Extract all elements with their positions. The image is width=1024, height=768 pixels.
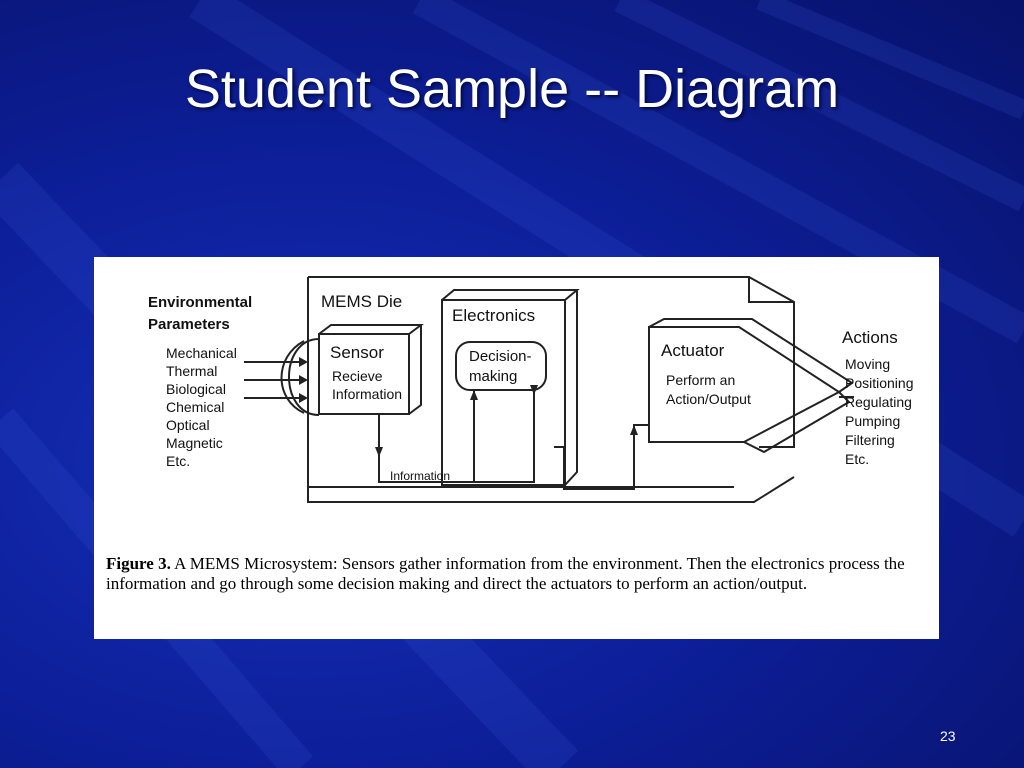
action-item: Etc. bbox=[845, 451, 869, 467]
decision-line2: making bbox=[469, 368, 517, 385]
action-item: Moving bbox=[845, 356, 890, 372]
slide-title: Student Sample -- Diagram bbox=[184, 59, 840, 119]
sensor-title: Sensor bbox=[330, 343, 384, 362]
action-item: Positioning bbox=[845, 375, 914, 391]
parameter-item: Chemical bbox=[166, 399, 224, 415]
environmental-title-line2: Parameters bbox=[148, 316, 230, 333]
action-item: Filtering bbox=[845, 432, 895, 448]
sensor-line1: Recieve bbox=[332, 368, 383, 384]
sensor-box bbox=[318, 333, 410, 415]
figure-caption-text: A MEMS Microsystem: Sensors gather infor… bbox=[106, 554, 905, 593]
mems-diagram: Environmental Parameters Mechanical Ther… bbox=[148, 276, 914, 503]
action-item: Pumping bbox=[845, 413, 900, 429]
figure-panel: Environmental Parameters Mechanical Ther… bbox=[94, 257, 939, 639]
figure-caption: Figure 3. A MEMS Microsystem: Sensors ga… bbox=[106, 554, 931, 594]
parameter-item: Etc. bbox=[166, 453, 190, 469]
actuator-line2: Action/Output bbox=[666, 391, 751, 407]
actuator-line1: Perform an bbox=[666, 372, 735, 388]
electronics-title: Electronics bbox=[452, 306, 535, 325]
actuator-title: Actuator bbox=[661, 341, 725, 360]
figure-label: Figure 3. bbox=[106, 554, 171, 573]
decision-line1: Decision- bbox=[469, 348, 532, 365]
actions-title: Actions bbox=[842, 328, 898, 347]
parameter-item: Optical bbox=[166, 417, 210, 433]
information-label: Information bbox=[390, 469, 450, 483]
electronics-box bbox=[441, 299, 566, 486]
actuator-box bbox=[648, 326, 841, 443]
parameter-item: Thermal bbox=[166, 363, 217, 379]
mems-die-label: MEMS Die bbox=[321, 292, 402, 311]
action-item: Regulating bbox=[845, 394, 912, 410]
decision-making-box bbox=[455, 341, 547, 391]
parameter-item: Magnetic bbox=[166, 435, 223, 451]
sensor-line2: Information bbox=[332, 386, 402, 402]
parameter-item: Mechanical bbox=[166, 345, 237, 361]
environmental-title-line1: Environmental bbox=[148, 294, 252, 311]
slide-number: 23 bbox=[940, 728, 956, 744]
parameter-item: Biological bbox=[166, 381, 226, 397]
